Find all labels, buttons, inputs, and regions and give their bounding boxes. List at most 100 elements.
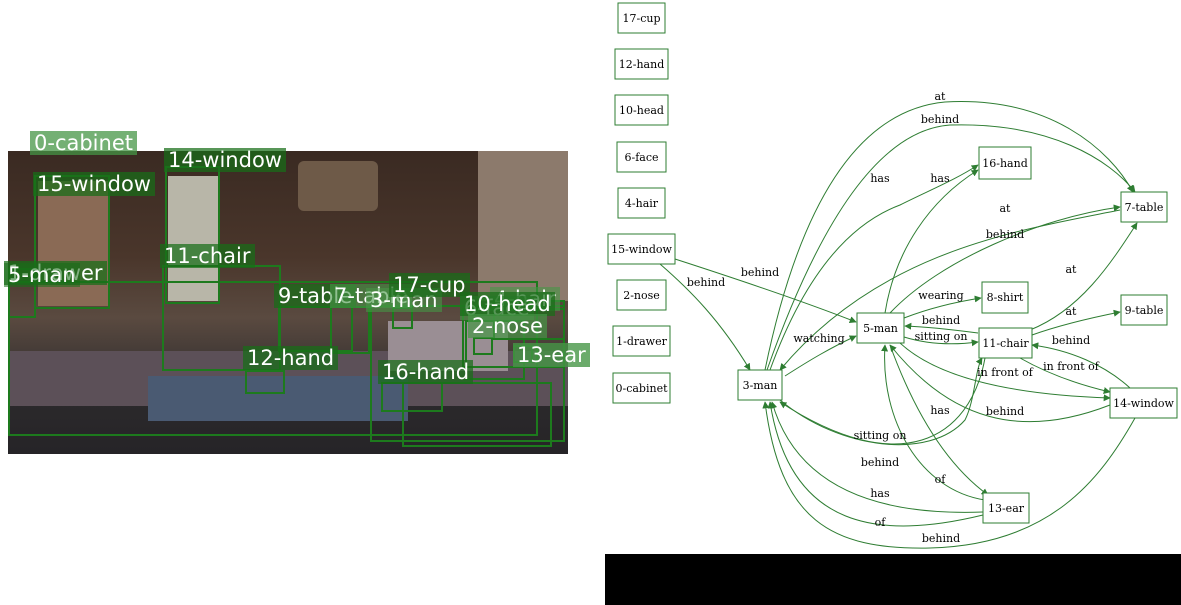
node-12-hand: 12-hand <box>619 58 664 71</box>
edge-14-window-behind-11-chair <box>1031 342 1131 389</box>
edge-3-man-behind-7-table <box>766 124 1136 371</box>
edge-label-sitting-on: sitting on <box>854 429 907 442</box>
edge-3-man-at-7-table <box>764 101 1134 371</box>
node-box-14-window <box>1109 387 1178 419</box>
edge-5-man-has-16-hand <box>884 169 979 314</box>
edge-label-behind: behind <box>741 266 779 279</box>
node-6-face: 6-face <box>624 151 658 164</box>
node-10-head: 10-head <box>619 104 664 117</box>
edge-label-behind: behind <box>986 228 1024 241</box>
scene-label-14-window: 14-window <box>164 148 286 172</box>
scene-label-13-ear: 13-ear <box>513 343 590 367</box>
node-15-window: 15-window <box>611 243 672 256</box>
scene-label-2-nose: 2-nose <box>468 314 547 338</box>
edge-11-chair-at-9-table <box>1031 309 1121 336</box>
bbox-12-hand <box>245 370 285 394</box>
edge-13-ear-of-3-man <box>767 401 984 527</box>
edge-label-at: at <box>1066 263 1078 276</box>
scene-label-0-cabinet: 0-cabinet <box>30 131 137 155</box>
edge-11-chair-behind-3-man <box>779 357 986 445</box>
edge-label-in-front-of: in front of <box>977 366 1034 379</box>
edge-5-man-has-13-ear <box>889 344 989 496</box>
node-8-shirt: 8-shirt <box>987 291 1024 304</box>
bbox-2-nose <box>473 337 493 355</box>
edge-label-sitting-on: sitting on <box>915 330 968 343</box>
node-box-7-table <box>1120 191 1168 223</box>
node-box-16-hand <box>978 146 1032 180</box>
node-box-9-table <box>1120 294 1168 326</box>
node-box-5-man <box>856 312 905 344</box>
node-box-10-head <box>614 94 669 126</box>
edge-label-behind: behind <box>922 314 960 327</box>
node-box-17-cup <box>617 2 666 34</box>
edge-11-chair-at-7-table <box>1029 222 1138 331</box>
edge-label-has: has <box>870 172 890 185</box>
edge-label-at: at <box>935 90 947 103</box>
bed-headboard <box>478 151 568 301</box>
edge-label-at: at <box>1000 202 1012 215</box>
edge-3-man-watching-5-man <box>784 335 857 377</box>
node-box-6-face <box>616 141 667 173</box>
edge-label-has: has <box>930 404 950 417</box>
node-7-table: 7-table <box>1125 201 1164 214</box>
edge-11-chair-behind-5-man <box>904 322 979 334</box>
window-pane-right <box>168 176 218 301</box>
graph-edges <box>659 101 1138 549</box>
node-16-hand: 16-hand <box>982 157 1027 170</box>
edge-5-man-wearing-8-shirt <box>903 295 982 319</box>
scene-label-11-chair: 11-chair <box>160 244 255 268</box>
scene-label-3-man: 3-man <box>366 288 442 312</box>
node-box-15-window <box>607 233 676 265</box>
edge-label-at: at <box>1066 305 1078 318</box>
jeans <box>148 376 408 421</box>
edge-5-man-at-7-table <box>889 204 1121 314</box>
node-box-4-hair <box>617 187 666 219</box>
edge-15-window-behind-3-man <box>659 263 751 371</box>
edge-label-behind: behind <box>687 276 725 289</box>
scene-label-10-head: 10-head <box>460 292 555 316</box>
edge-11-chair-in-front-of-14-window <box>1019 357 1111 394</box>
node-box-1-drawer <box>612 325 671 357</box>
edge-label-has: has <box>930 172 950 185</box>
node-13-ear: 13-ear <box>988 502 1025 515</box>
edge-7-table-behind-3-man <box>779 209 1121 371</box>
node-11-chair: 11-chair <box>982 337 1029 350</box>
node-box-11-chair <box>978 327 1033 359</box>
node-5-man: 5-man <box>863 322 898 335</box>
scene-label-15-window: 15-window <box>33 172 155 196</box>
scene-label-12-hand: 12-hand <box>243 346 339 370</box>
edge-14-window-behind-5-man <box>889 344 1111 423</box>
node-box-0-cabinet <box>612 372 671 404</box>
edge-label-has: has <box>870 487 890 500</box>
edge-15-window-behind-5-man <box>674 258 857 323</box>
node-box-13-ear <box>982 492 1030 524</box>
edge-5-man-in-front-of-14-window <box>899 342 1111 402</box>
edge-14-window-behind-3-man <box>762 401 1136 549</box>
node-9-table: 9-table <box>1125 304 1164 317</box>
edge-3-man-has-13-ear <box>770 401 984 513</box>
edge-label-wearing: wearing <box>918 289 963 302</box>
edge-3-man-sitting-on-11-chair <box>779 357 983 446</box>
node-0-cabinet: 0-cabinet <box>615 382 668 395</box>
node-box-12-hand <box>614 48 669 80</box>
bbox-man-body <box>402 382 552 447</box>
edge-5-man-sitting-on-11-chair <box>903 336 979 347</box>
node-2-nose: 2-nose <box>623 289 660 302</box>
graph-nodes: 16-hand 7-table 8-shirt 5-man 11-chair 9… <box>737 146 1178 524</box>
edge-label-behind: behind <box>921 113 959 126</box>
scene-label-5-man: 5-man <box>4 263 80 287</box>
node-4-hair: 4-hair <box>625 197 659 210</box>
edge-label-watching: watching <box>793 332 844 345</box>
isolated-nodes: 17-cup 12-hand 10-head 6-face 4-hair 15-… <box>607 2 676 404</box>
edge-label-behind: behind <box>861 456 899 469</box>
node-box-3-man <box>737 369 783 401</box>
edge-3-man-has-16-hand <box>769 164 979 371</box>
node-box-8-shirt <box>981 281 1029 314</box>
edge-label-behind: behind <box>922 532 960 545</box>
node-17-cup: 17-cup <box>622 12 660 25</box>
lamp <box>298 161 378 211</box>
edge-labels: at behind has has at behind behind behin… <box>687 90 1100 545</box>
edge-label-of: of <box>935 473 947 486</box>
node-box-2-nose <box>616 279 667 311</box>
